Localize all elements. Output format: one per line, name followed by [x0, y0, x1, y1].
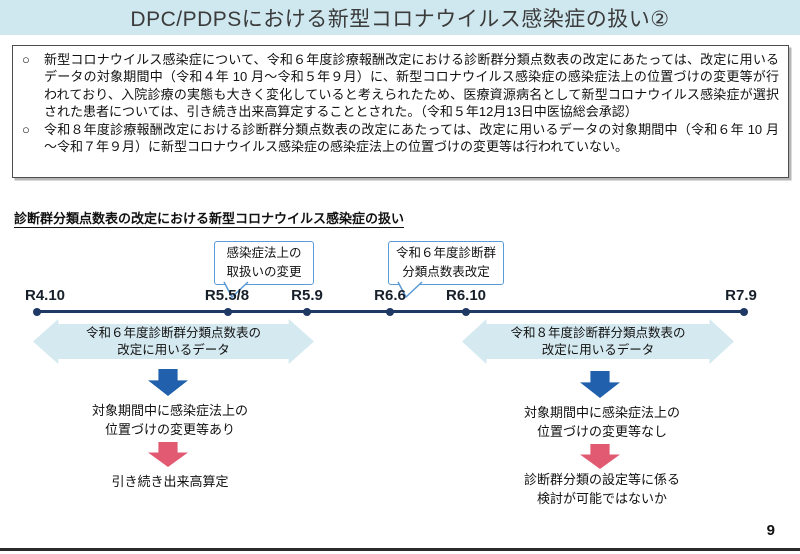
range-arrow-label: 改定に用いるデータ: [541, 342, 655, 357]
down-arrow-pink-icon: [580, 444, 620, 469]
branch-outcome-right: 診断群分類の設定等に係る 検討が可能ではないか: [523, 472, 680, 506]
down-arrow-blue-icon: [580, 371, 620, 398]
callout-infection-law-change: 感染症法上の 取扱いの変更: [214, 241, 314, 299]
page-title: DPC/PDPSにおける新型コロナウイルス感染症の扱い②: [130, 7, 670, 31]
down-arrow-pink-icon: [148, 442, 188, 467]
timeline-dot: [224, 307, 232, 316]
timeline-tick-label: R5.9: [291, 287, 323, 304]
callout-line: 分類点数表改定: [402, 265, 490, 279]
summary-bullet-2-text: 令和８年度診療報酬改定における診断群分類点数表の改定にあたっては、改定に用いるデ…: [44, 121, 779, 155]
range-arrow-label: 令和８年度診断群分類点数表の: [510, 325, 686, 340]
range-arrow-label: 令和６年度診断群分類点数表の: [85, 325, 261, 340]
branch-outcome-left: 引き続き出来高算定: [111, 474, 229, 489]
diagram-heading: 診断群分類点数表の改定における新型コロナウイルス感染症の扱い: [14, 211, 405, 228]
branch-condition-right: 対象期間中に感染症法上の 位置づけの変更等なし: [523, 405, 680, 439]
timeline-tick-label: R6.10: [445, 287, 487, 304]
range-arrow-r8-data: 令和８年度診断群分類点数表の 改定に用いるデータ: [462, 319, 734, 364]
timeline-tick-label: R5.5/8: [204, 287, 250, 304]
timeline-dot: [303, 307, 311, 316]
timeline-dot: [740, 307, 748, 316]
timeline-dot: [386, 307, 394, 316]
callout-tail-icon: [397, 281, 423, 299]
timeline-dot: [462, 307, 470, 316]
bottom-border: [0, 548, 800, 551]
summary-bullet-1: ○ 新型コロナウイルス感染症について、令和６年度診療報酬改定における診断群分類点…: [22, 51, 779, 121]
page-number: 9: [766, 522, 775, 539]
callout-line: 取扱いの変更: [226, 265, 302, 279]
summary-bullet-2: ○ 令和８年度診療報酬改定における診断群分類点数表の改定にあたっては、改定に用い…: [22, 121, 779, 156]
bullet-marker: ○: [22, 52, 30, 67]
callout-line: 令和６年度診断群: [395, 246, 496, 260]
down-arrow-blue-icon: [148, 369, 188, 396]
title-bar: DPC/PDPSにおける新型コロナウイルス感染症の扱い②: [0, 0, 800, 35]
timeline-tick-label: R6.6: [374, 287, 406, 304]
callout-line: 感染症法上の: [226, 246, 302, 260]
range-arrow-r6-data: 令和６年度診断群分類点数表の 改定に用いるデータ: [33, 319, 314, 364]
timeline-tick-label: R4.10: [24, 287, 66, 304]
timeline-tick-label: R7.9: [725, 287, 757, 304]
range-arrow-label: 改定に用いるデータ: [117, 342, 230, 357]
callout-tail-icon: [223, 281, 249, 299]
summary-box: ○ 新型コロナウイルス感染症について、令和６年度診療報酬改定における診断群分類点…: [12, 45, 789, 178]
summary-bullet-1-text: 新型コロナウイルス感染症について、令和６年度診療報酬改定における診断群分類点数表…: [44, 52, 779, 120]
bullet-marker: ○: [22, 121, 30, 137]
callout-r6-revision: 令和６年度診断群 分類点数表改定: [388, 241, 504, 299]
branch-condition-left: 対象期間中に感染症法上の 位置づけの変更等あり: [91, 403, 248, 437]
timeline-dot: [33, 307, 41, 316]
